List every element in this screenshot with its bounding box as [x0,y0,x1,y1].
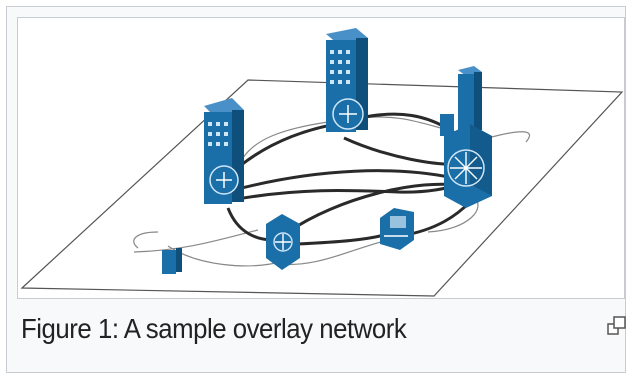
building-left-icon [204,98,244,204]
magnify-clip-icon[interactable] [607,315,627,337]
figure-thumbnail: Figure 1: A sample overlay network [6,6,626,373]
core-switch-icon [444,124,492,208]
network-plane [20,79,624,297]
building-top-icon [326,28,368,132]
router-bottom-icon [266,214,300,270]
building-right-icon [440,66,482,136]
figure-caption: Figure 1: A sample overlay network [21,313,407,344]
diagram-canvas [20,28,624,297]
overlay-network-diagram[interactable] [17,17,625,299]
switch-bottom-right-icon [380,208,414,250]
host-box-icon [162,248,182,274]
